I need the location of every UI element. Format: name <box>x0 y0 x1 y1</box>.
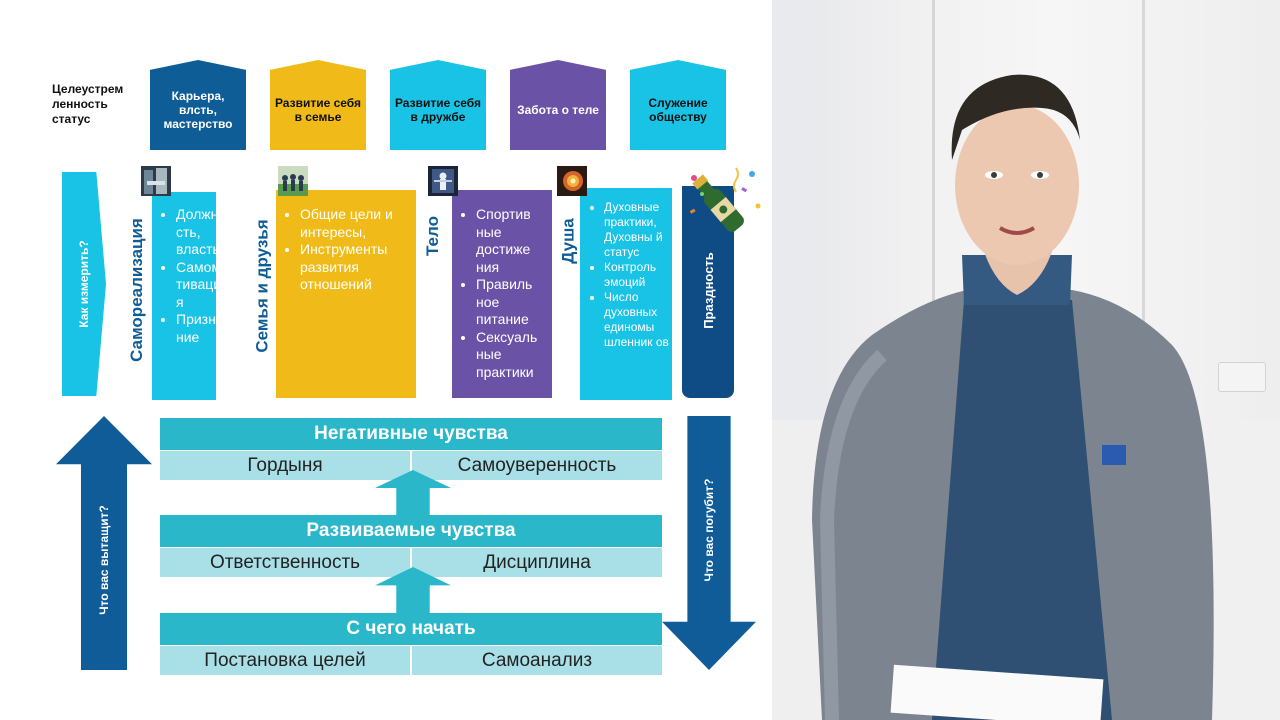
team-photo-icon <box>278 166 308 196</box>
house-body: Забота о теле <box>510 60 606 150</box>
list-item: Спортив ные достиже ния <box>476 206 552 276</box>
house-service-label: Служение обществу <box>648 96 708 124</box>
list-item: Инструменты развития отношений <box>300 241 412 294</box>
goal-label: Целеустрем ленность статус <box>52 82 124 126</box>
level-title-developed: Развиваемые чувства <box>160 515 662 547</box>
house-family-label: Развитие себя в семье <box>274 96 362 124</box>
pull-up-arrow-text: Что вас вытащит? <box>97 505 111 615</box>
column-body-family: Общие цели и интересы, Инструменты разви… <box>276 190 416 398</box>
house-service: Служение обществу <box>630 60 726 150</box>
column-title-body-text: Тело <box>423 216 443 256</box>
column-title-idleness-text: Праздность <box>700 251 716 329</box>
list-item: Сексуаль ные практики <box>476 329 552 382</box>
list-item: Духовные практики, Духовны й статус <box>604 200 672 260</box>
measure-arrow <box>62 172 106 396</box>
ruin-arrow-text: Что вас погубит? <box>702 478 716 582</box>
column-title-soul-text: Душа <box>559 218 578 264</box>
level-cell-discipline: Дисциплина <box>412 548 662 577</box>
house-career: Карьера, влсть, мастерство <box>150 60 246 150</box>
column-title-soul: Душа <box>556 196 582 286</box>
champagne-icon <box>689 167 761 232</box>
level-cell-self-analysis: Самоанализ <box>412 646 662 675</box>
house-friends-label: Развитие себя в дружбе <box>394 96 482 124</box>
column-title-idleness: Праздность <box>694 240 722 340</box>
house-body-label: Забота о теле <box>517 103 599 117</box>
presenter-figure <box>812 74 1214 720</box>
fitness-photo-icon <box>428 166 458 196</box>
ruin-arrow-label: Что вас погубит? <box>702 479 716 582</box>
career-photo-icon <box>141 166 171 196</box>
column-title-family-text: Семья и друзья <box>253 219 273 353</box>
level-cell-self-confidence: Самоуверенность <box>412 451 662 480</box>
measure-arrow-text: Как измерить? <box>77 240 91 328</box>
house-career-label: Карьера, влсть, мастерство <box>163 89 233 131</box>
level-title-negative: Негативные чувства <box>160 418 662 450</box>
list-item: Общие цели и интересы, <box>300 206 412 241</box>
column-title-self-realization-text: Самореализация <box>127 218 147 362</box>
presentation-slide: Целеустрем ленность статус Карьера, влст… <box>0 0 772 720</box>
pull-up-arrow-label: Что вас вытащит? <box>97 505 111 615</box>
level-cell-pride: Гордыня <box>160 451 410 480</box>
spirit-photo-icon <box>557 166 587 196</box>
column-title-self-realization: Самореализация <box>122 196 152 384</box>
level-cell-goal-setting: Постановка целей <box>160 646 410 675</box>
list-item: Число духовных единомы шленник ов <box>604 290 672 350</box>
house-family: Развитие себя в семье <box>270 60 366 150</box>
list-item: Должно сть, власть <box>176 206 226 259</box>
list-item: Призна ние <box>176 311 224 346</box>
measure-arrow-label: Как измерить? <box>77 240 91 327</box>
list-item: Контроль эмоций <box>604 260 672 290</box>
wall-socket <box>1218 362 1266 392</box>
list-item: Самомо тиваци я <box>176 259 229 312</box>
column-title-body: Тело <box>420 196 446 276</box>
list-item: Правиль ное питание <box>476 276 552 329</box>
level-title-start: С чего начать <box>160 613 662 645</box>
column-body-body: Спортив ные достиже ния Правиль ное пита… <box>452 190 552 398</box>
column-body-soul: Духовные практики, Духовны й статус Конт… <box>580 188 672 400</box>
column-title-family: Семья и друзья <box>250 196 276 376</box>
house-friends: Развитие себя в дружбе <box>390 60 486 150</box>
presenter-video <box>772 0 1280 720</box>
level-cell-responsibility: Ответственность <box>160 548 410 577</box>
column-body-self-realization: Должно сть, власть Самомо тиваци я Призн… <box>152 192 229 400</box>
